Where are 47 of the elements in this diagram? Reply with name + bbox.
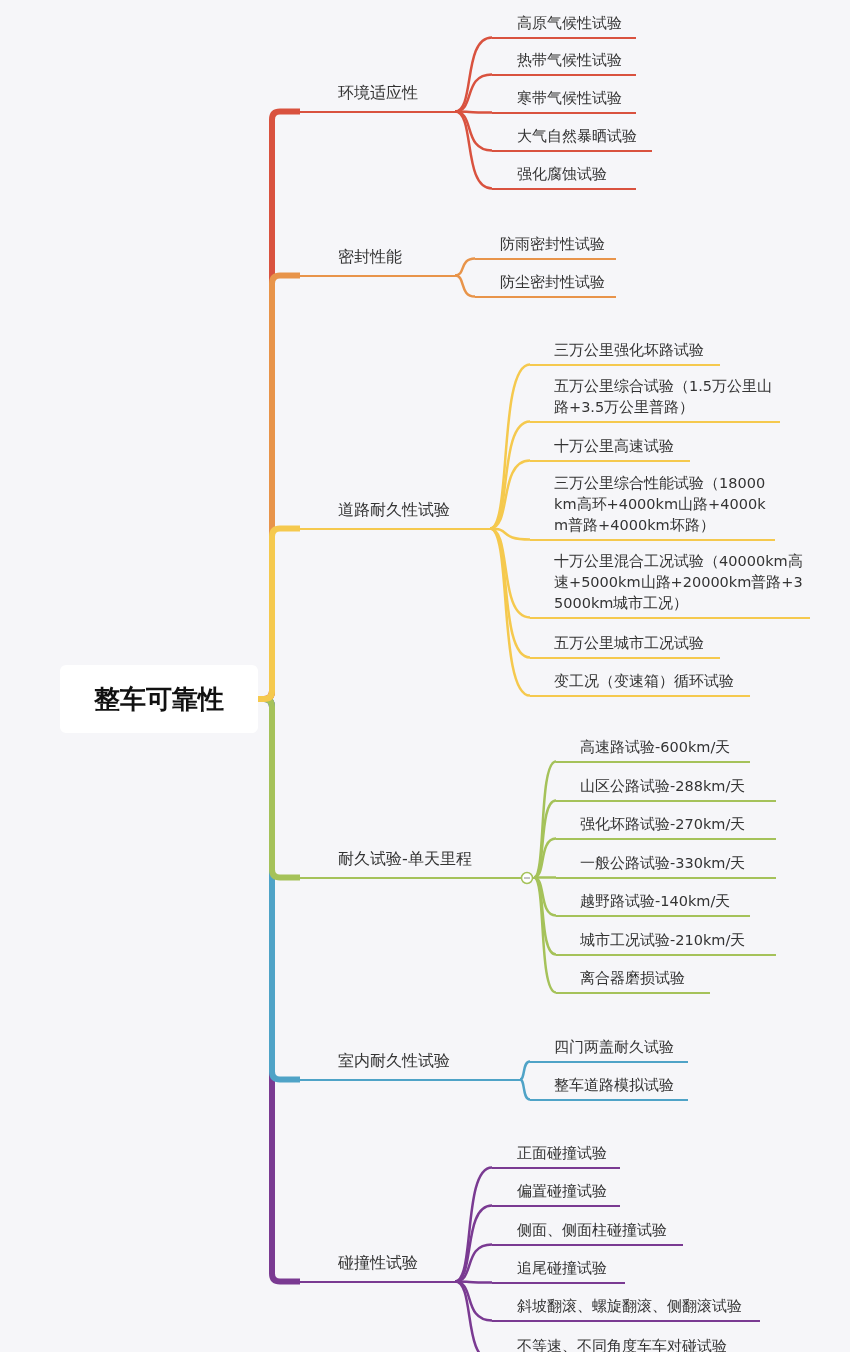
topic-label: 追尾碰撞试验 bbox=[492, 1258, 625, 1284]
topic-label: 大气自然暴晒试验 bbox=[492, 126, 652, 152]
topic-label: 高原气候性试验 bbox=[492, 13, 636, 39]
topic-label: 三万公里强化坏路试验 bbox=[530, 340, 720, 366]
topic-label: 三万公里综合性能试验（18000km高环+4000km山路+4000km普路+4000km坏路） bbox=[530, 473, 775, 541]
branch-line bbox=[533, 876, 557, 956]
topic-label: 强化腐蚀试验 bbox=[492, 164, 636, 190]
topic-label: 越野路试验-140km/天 bbox=[556, 891, 750, 917]
topic-label: 五万公里城市工况试验 bbox=[530, 633, 720, 659]
topic-label: 离合器磨损试验 bbox=[556, 968, 710, 994]
branch-line bbox=[533, 799, 557, 879]
topic-label: 高速路试验-600km/天 bbox=[556, 737, 750, 763]
topic-label: 热带气候性试验 bbox=[492, 50, 636, 76]
topic-label: 变工况（变速箱）循环试验 bbox=[530, 671, 750, 697]
branch-line bbox=[519, 1078, 531, 1101]
topic-label: 防尘密封性试验 bbox=[475, 272, 616, 298]
topic-label: 道路耐久性试验 bbox=[300, 499, 490, 530]
topic-label: 侧面、侧面柱碰撞试验 bbox=[492, 1220, 683, 1246]
branch-line bbox=[489, 527, 531, 659]
topic-label: 山区公路试验-288km/天 bbox=[556, 776, 776, 802]
branch-line bbox=[489, 420, 531, 530]
branch-line bbox=[454, 1166, 493, 1283]
topic-label: 四门两盖耐久试验 bbox=[530, 1037, 688, 1063]
topic-label: 整车道路模拟试验 bbox=[530, 1075, 688, 1101]
branch-line bbox=[258, 525, 300, 702]
topic-label: 正面碰撞试验 bbox=[492, 1143, 620, 1169]
topic-label: 室内耐久性试验 bbox=[300, 1050, 520, 1081]
topic-label: 碰撞性试验 bbox=[300, 1252, 455, 1283]
topic-label: 斜坡翻滚、螺旋翻滚、侧翻滚试验 bbox=[492, 1296, 760, 1322]
topic-label: 强化坏路试验-270km/天 bbox=[556, 814, 776, 840]
topic-label: 耐久试验-单天里程 bbox=[300, 848, 534, 879]
topic-label: 防雨密封性试验 bbox=[475, 234, 616, 260]
topic-label: 偏置碰撞试验 bbox=[492, 1181, 620, 1207]
topic-label: 一般公路试验-330km/天 bbox=[556, 853, 776, 879]
branch-line bbox=[454, 274, 476, 298]
topic-label: 密封性能 bbox=[300, 246, 455, 277]
branch-line bbox=[519, 1060, 531, 1081]
central-topic-box: 整车可靠性 bbox=[60, 665, 258, 733]
topic-label: 十万公里高速试验 bbox=[530, 436, 690, 462]
topic-label: 寒带气候性试验 bbox=[492, 88, 636, 114]
branch-line bbox=[455, 110, 492, 114]
topic-label: 十万公里混合工况试验（40000km高速+5000km山路+20000km普路+35000km城市工况） bbox=[530, 551, 810, 619]
topic-label: 环境适应性 bbox=[300, 82, 455, 113]
branch-line bbox=[454, 257, 476, 277]
branch-line bbox=[534, 876, 556, 879]
topic-label: 城市工况试验-210km/天 bbox=[556, 930, 776, 956]
topic-label: 五万公里综合试验（1.5万公里山路+3.5万公里普路） bbox=[530, 376, 780, 423]
